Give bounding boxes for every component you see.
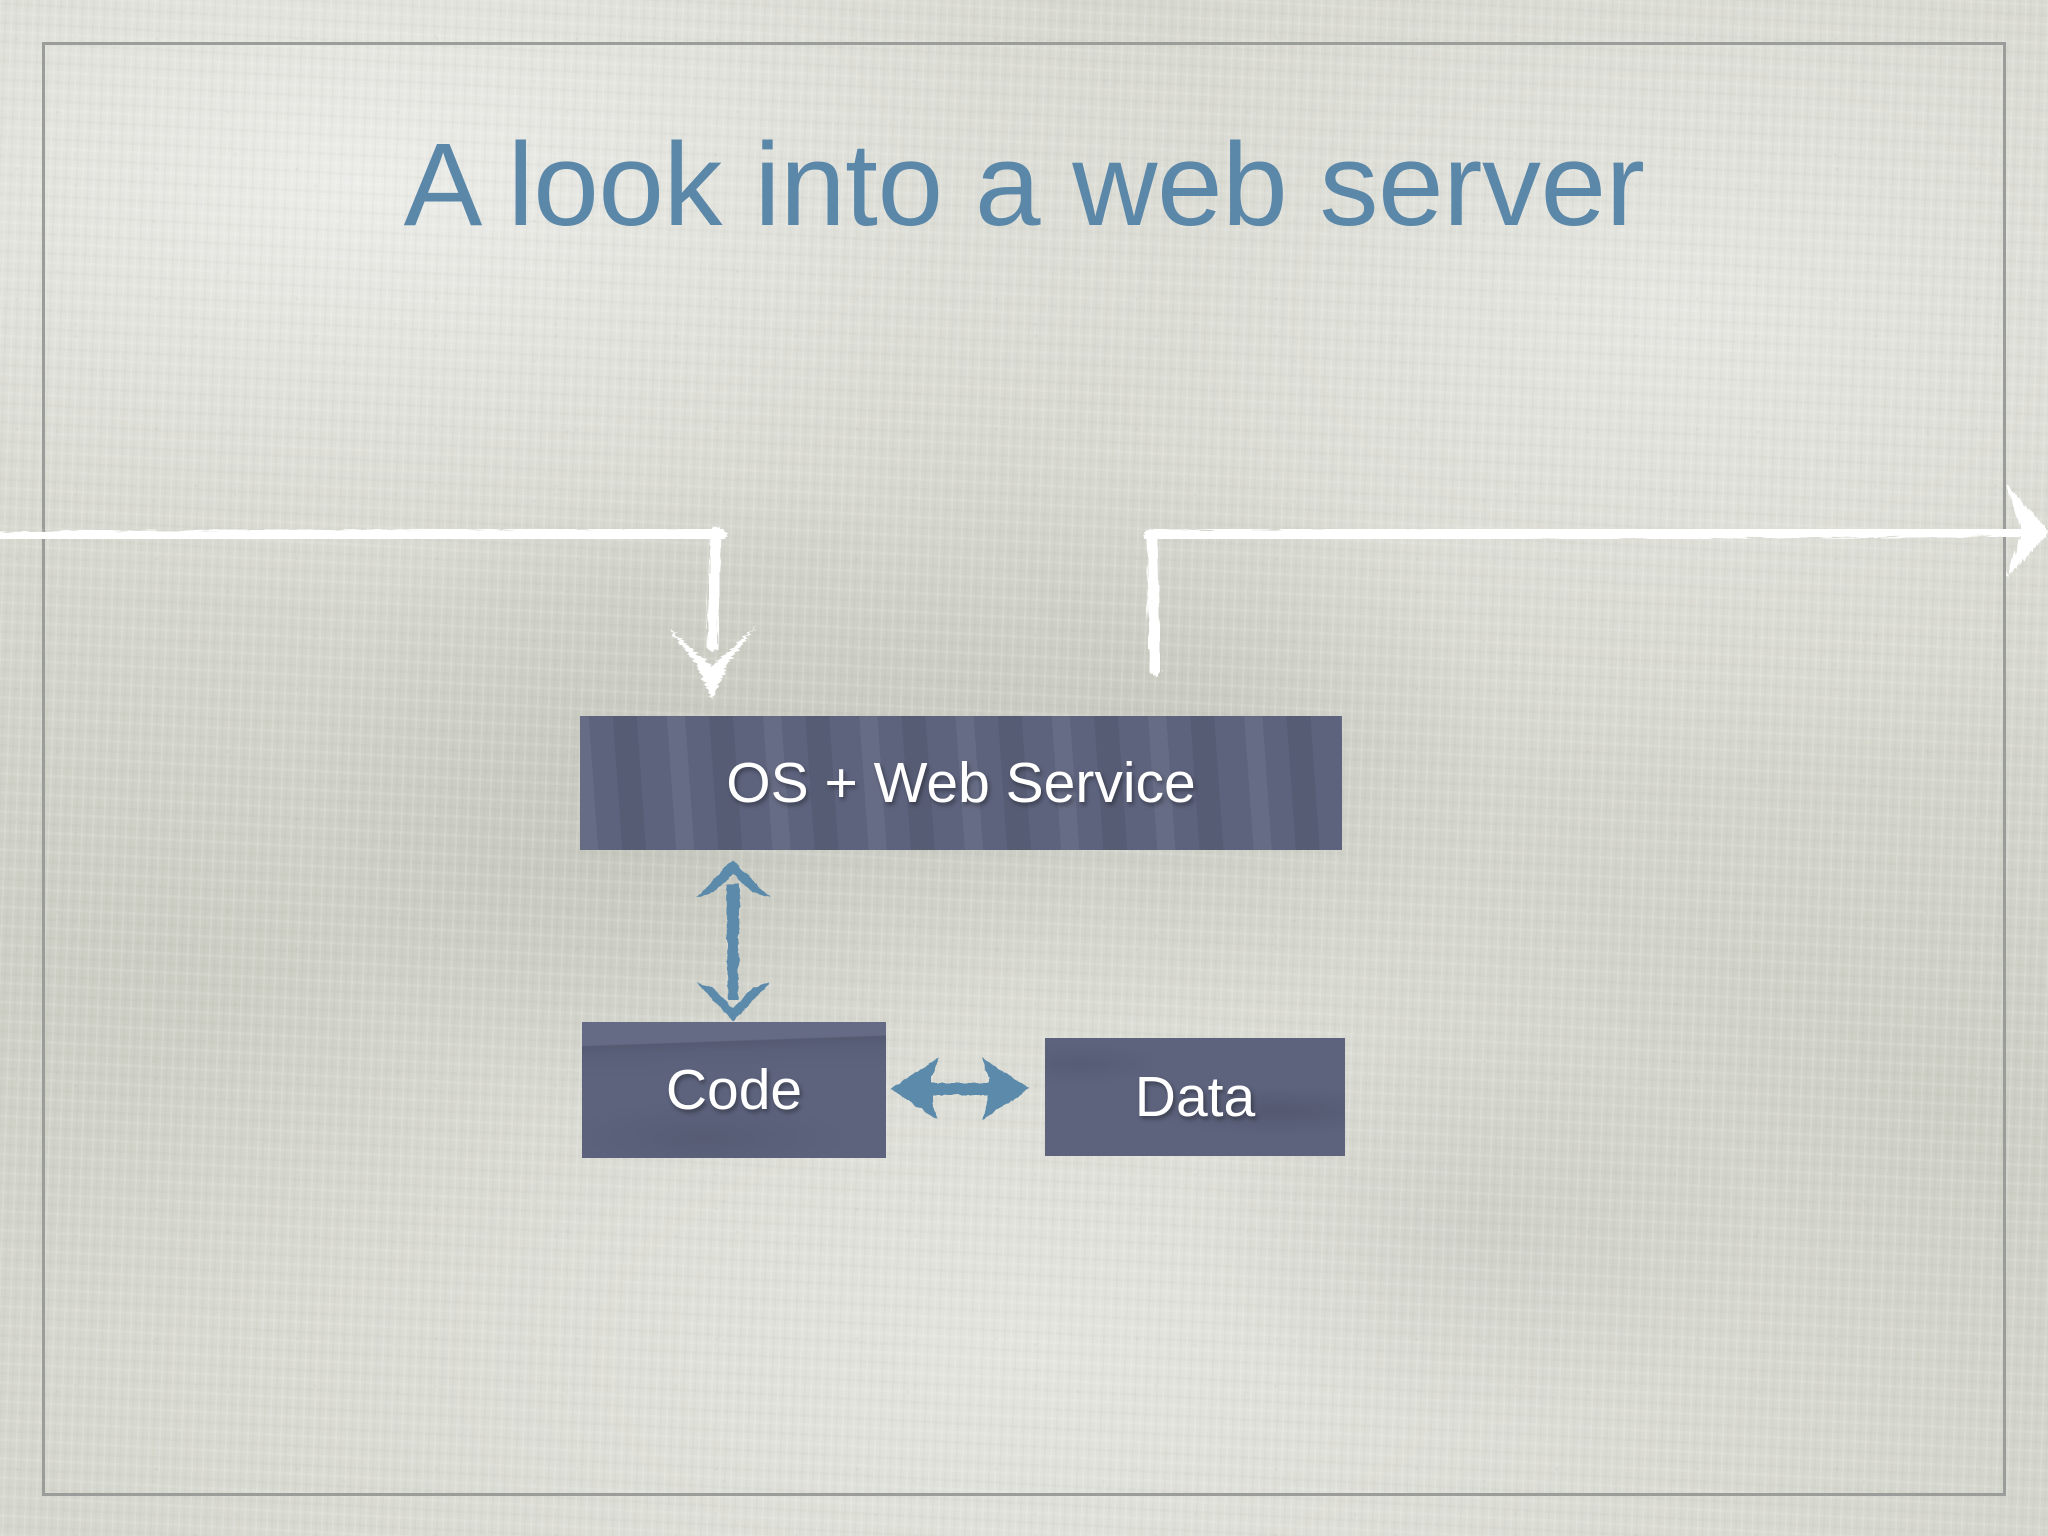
os-web-service-label: OS + Web Service	[726, 751, 1196, 815]
data-label: Data	[1134, 1065, 1256, 1129]
os-web-service-box[interactable]: OS + Web Service	[580, 716, 1342, 850]
data-box[interactable]: Data	[1045, 1038, 1345, 1156]
os-code-double-arrow-vertical	[696, 860, 770, 1022]
code-data-double-arrow-horizontal	[890, 1058, 1030, 1120]
page-title: A look into a web server	[403, 119, 1645, 251]
slide-border-frame	[42, 42, 2006, 1496]
code-label: Code	[665, 1058, 803, 1122]
request-flow-arrow	[0, 484, 2048, 700]
code-box[interactable]: Code	[582, 1022, 886, 1158]
